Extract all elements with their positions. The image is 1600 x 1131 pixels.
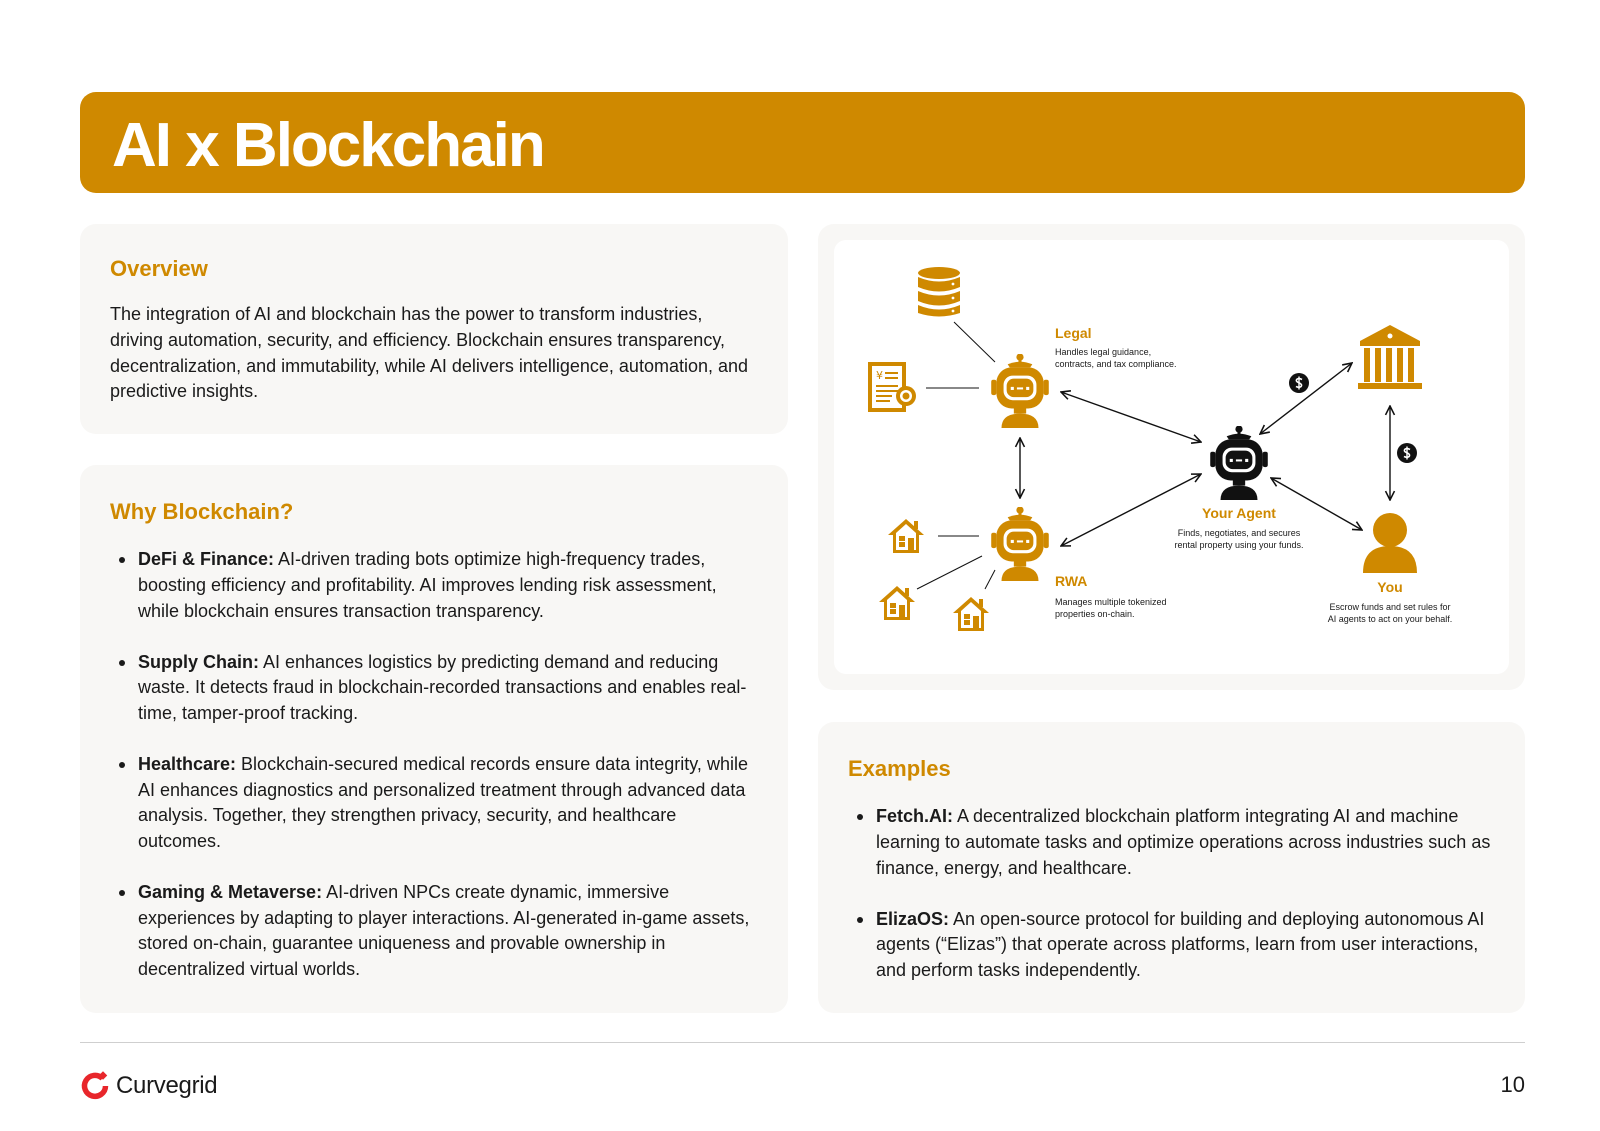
item-label: Healthcare: bbox=[138, 754, 237, 775]
rwa-title: RWA bbox=[1055, 573, 1087, 589]
item-text: A decentralized blockchain platform inte… bbox=[876, 806, 1491, 878]
item-label: DeFi & Finance: bbox=[138, 549, 275, 570]
agent-diagram: ¥ bbox=[834, 240, 1509, 674]
title-banner: AI x Blockchain bbox=[80, 92, 1525, 193]
item-label: Supply Chain: bbox=[138, 651, 259, 672]
rwa-desc-line2: properties on-chain. bbox=[1055, 609, 1135, 619]
overview-heading: Overview bbox=[110, 256, 208, 281]
examples-heading: Examples bbox=[848, 756, 951, 781]
item-text: AI-driven NPCs create dynamic, immersive… bbox=[138, 882, 750, 979]
house-icon bbox=[953, 597, 989, 631]
house-icon bbox=[888, 519, 924, 553]
agent-desc-line1: Finds, negotiates, and secures bbox=[1178, 528, 1301, 538]
legal-robot-icon bbox=[989, 354, 1051, 428]
brand-name: Curvegrid bbox=[116, 1072, 218, 1099]
legal-title: Legal bbox=[1055, 325, 1092, 341]
list-item: Fetch.AI: A decentralized blockchain pla… bbox=[848, 804, 1495, 881]
user-icon bbox=[1363, 513, 1417, 573]
item-label: Fetch.AI: bbox=[876, 806, 954, 827]
you-title: You bbox=[1377, 579, 1402, 595]
curvegrid-logo-icon bbox=[81, 1071, 109, 1100]
list-item: DeFi & Finance: AI-driven trading bots o… bbox=[110, 547, 758, 624]
dollar-coin-icon bbox=[1289, 373, 1309, 393]
database-icon bbox=[918, 267, 960, 317]
item-label: Gaming & Metaverse: bbox=[138, 882, 323, 903]
list-item: Healthcare: Blockchain-secured medical r… bbox=[110, 752, 758, 854]
legal-desc-line1: Handles legal guidance, bbox=[1055, 347, 1151, 357]
diagram-arrows bbox=[1020, 363, 1390, 546]
diagram-svg: ¥ bbox=[868, 267, 1453, 631]
curvegrid-logo: Curvegrid bbox=[80, 1071, 218, 1101]
agent-robot-icon bbox=[1208, 426, 1270, 500]
list-item: Supply Chain: AI enhances logistics by p… bbox=[110, 650, 758, 727]
agent-title: Your Agent bbox=[1202, 505, 1276, 521]
dollar-coin-icon bbox=[1397, 443, 1417, 463]
you-desc-line1: Escrow funds and set rules for bbox=[1329, 602, 1450, 612]
item-text: AI-driven trading bots optimize high-fre… bbox=[138, 549, 717, 621]
rwa-robot-icon bbox=[989, 507, 1051, 581]
legal-desc-line2: contracts, and tax compliance. bbox=[1055, 359, 1177, 369]
item-text: AI enhances logistics by predicting dema… bbox=[138, 651, 747, 723]
why-blockchain-heading: Why Blockchain? bbox=[110, 499, 294, 524]
page-number: 10 bbox=[1500, 1072, 1525, 1097]
item-text: Blockchain-secured medical records ensur… bbox=[138, 754, 748, 851]
list-item: Gaming & Metaverse: AI-driven NPCs creat… bbox=[110, 880, 758, 982]
overview-text: The integration of AI and blockchain has… bbox=[110, 304, 749, 402]
page-title: AI x Blockchain bbox=[112, 111, 546, 180]
agent-desc-line2: rental property using your funds. bbox=[1174, 540, 1303, 550]
diagram-connectors bbox=[916, 321, 996, 590]
examples-list: Fetch.AI: A decentralized blockchain pla… bbox=[848, 804, 1495, 983]
diagram-card: ¥ bbox=[818, 224, 1525, 690]
bank-icon bbox=[1358, 325, 1422, 389]
contract-icon: ¥ bbox=[868, 362, 916, 412]
item-label: ElizaOS: bbox=[876, 908, 950, 929]
rwa-desc-line1: Manages multiple tokenized bbox=[1055, 597, 1167, 607]
item-text: An open-source protocol for building and… bbox=[876, 908, 1485, 980]
svg-text:¥: ¥ bbox=[876, 369, 883, 382]
you-desc-line2: AI agents to act on your behalf. bbox=[1328, 614, 1453, 624]
list-item: ElizaOS: An open-source protocol for bui… bbox=[848, 907, 1495, 984]
house-icon bbox=[879, 586, 915, 620]
overview-card: Overview The integration of AI and block… bbox=[80, 224, 788, 434]
why-blockchain-list: DeFi & Finance: AI-driven trading bots o… bbox=[110, 547, 758, 982]
footer-divider bbox=[80, 1042, 1525, 1043]
examples-card: Examples Fetch.AI: A decentralized block… bbox=[818, 722, 1525, 1013]
why-blockchain-card: Why Blockchain? DeFi & Finance: AI-drive… bbox=[80, 465, 788, 1013]
